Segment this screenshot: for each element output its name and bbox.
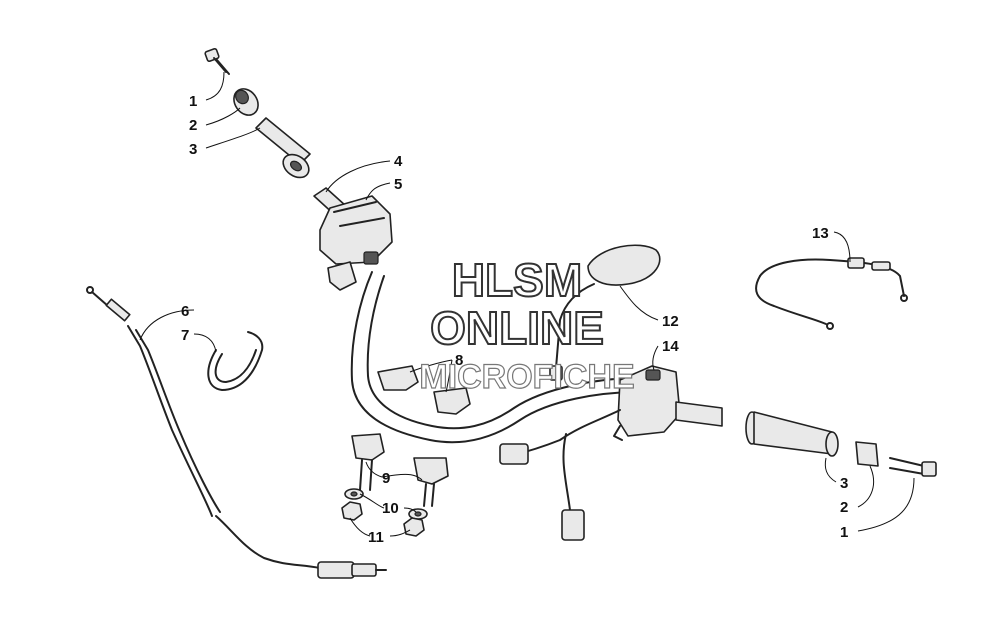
left-switch-housing: [313, 187, 393, 291]
callout-washer: 10: [382, 500, 399, 517]
left-bolt: [204, 48, 230, 75]
right-bolt: [889, 457, 937, 477]
callout-left-grip: 3: [189, 141, 197, 158]
callout-right-bolt: 1: [840, 524, 848, 541]
callout-lower-clamp: 9: [382, 470, 390, 487]
watermark-line1: HLSM: [452, 254, 582, 306]
right-end-weight: [855, 441, 879, 467]
right-grip: [675, 401, 839, 457]
clutch-cable: [86, 286, 387, 579]
watermark-line2: ONLINE: [430, 302, 604, 354]
lower-clamp: [351, 433, 449, 507]
callout-left-switch-housing: 4: [394, 153, 403, 170]
cable-clip: [207, 331, 264, 391]
callout-nut: 11: [368, 529, 384, 546]
wiring-harness: [499, 409, 621, 541]
callout-labels: 1 2 3 4 5 6 7 8 9 10 11 12 13 14 3 2 1: [181, 93, 848, 546]
callout-left-end-weight: 2: [189, 117, 197, 134]
callout-throttle-cable: 13: [812, 225, 829, 242]
nuts: [341, 501, 425, 537]
upper-clamp: [377, 365, 471, 415]
throttle-cable: [755, 257, 908, 330]
callout-right-grip: 3: [840, 475, 848, 492]
left-grip: [255, 117, 311, 179]
right-switch-housing: [613, 365, 681, 441]
left-end-weight: [233, 88, 259, 116]
mirror: [549, 244, 661, 381]
watermark-line3: MICROFICHE: [419, 358, 634, 396]
callout-upper-clamp: 8: [455, 352, 463, 369]
handlebar: [350, 271, 641, 444]
callout-right-switch-housing: 14: [662, 338, 679, 355]
callout-right-end-weight: 2: [840, 499, 848, 516]
callout-left-bolt: 1: [189, 93, 197, 110]
callout-cable-clip: 7: [181, 327, 189, 344]
leader-lines: [139, 71, 915, 537]
watermark: HLSM ONLINE MICROFICHE: [419, 253, 636, 397]
callout-clutch-cable: 6: [181, 303, 189, 320]
callout-left-switch-cover: 5: [394, 176, 402, 193]
callout-mirror: 12: [662, 313, 679, 330]
